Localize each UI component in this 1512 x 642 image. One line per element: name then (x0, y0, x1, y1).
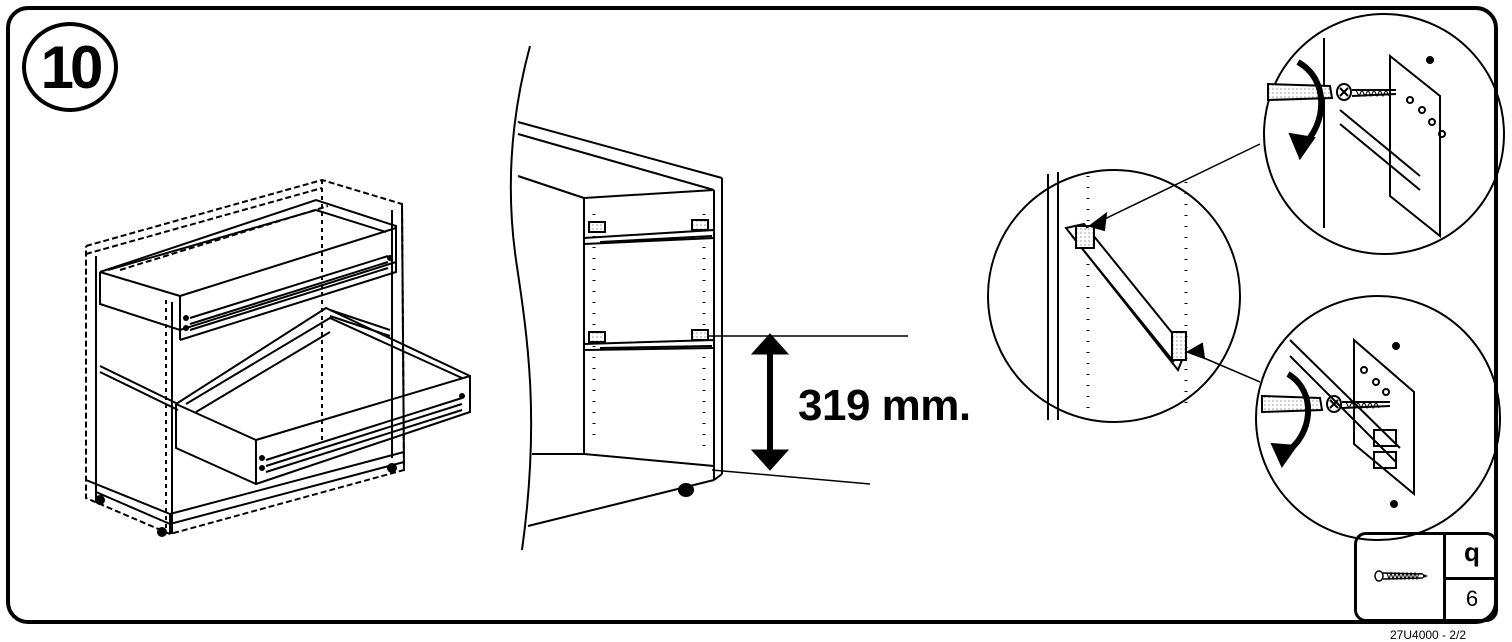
part-letter: q (1464, 537, 1480, 567)
parts-table: q 6 (1354, 532, 1498, 622)
dimension-arrow (750, 333, 790, 471)
step-number-badge: 10 (22, 22, 118, 112)
parts-divider-horizontal (1443, 577, 1495, 580)
part-quantity: 6 (1465, 586, 1479, 611)
step-number: 10 (40, 34, 104, 101)
screw-detail-bottom-circle (1255, 295, 1501, 541)
cabinet-interior-illustration (509, 45, 908, 551)
footer-code: 27U4000 - 2/2 (1390, 628, 1467, 642)
instruction-frame (6, 6, 1498, 624)
screw-detail-top-circle (1263, 13, 1505, 255)
dimension-label: 319 mm. (798, 381, 971, 430)
runner-detail-circle (987, 143, 1261, 423)
screw-icon (1374, 570, 1428, 582)
cabinet-drawers-illustration (85, 178, 471, 537)
